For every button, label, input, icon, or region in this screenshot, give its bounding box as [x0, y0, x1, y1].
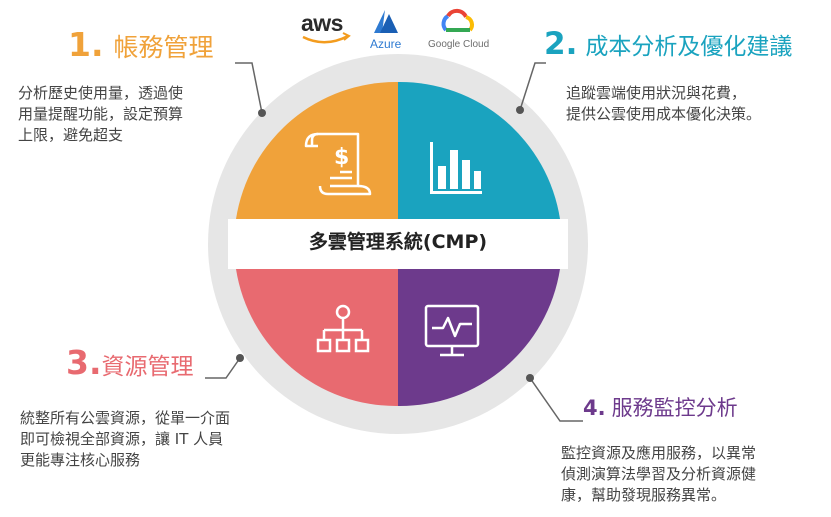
org-hierarchy-icon	[316, 304, 370, 353]
connector-dot-1	[258, 109, 266, 117]
azure-logo	[374, 10, 398, 33]
monitor-description: 監控資源及應用服務，以異常 偵測演算法學習及分析資源健 康，幫助發現服務異常。	[561, 444, 757, 504]
monitor-title-text: 服務監控分析	[611, 396, 738, 420]
cost-title-text: 成本分析及優化建議	[585, 34, 793, 60]
monitor-pulse-icon	[424, 304, 480, 357]
center-label: 多雲管理系統(CMP)	[308, 231, 488, 253]
bar-chart-icon	[430, 142, 482, 194]
cost-description: 追蹤雲端使用狀況與花費， 提供公雲使用成本優化決策。	[566, 84, 762, 123]
quadrant-cost	[398, 81, 560, 244]
azure-logo-text: Azure	[370, 37, 402, 51]
invoice-dollar-icon: $	[304, 132, 372, 196]
aws-smile	[302, 34, 349, 44]
svg-text:$: $	[334, 145, 349, 170]
connector-dot-4	[526, 374, 534, 382]
resource-title: 3.資源管理	[66, 343, 194, 382]
monitor-title: 4.服務監控分析	[583, 392, 738, 422]
google-cloud-logo-text: Google Cloud	[428, 39, 490, 50]
billing-title: 1. 帳務管理	[68, 25, 214, 64]
resource-number: 3.	[66, 343, 102, 382]
billing-description: 分析歷史使用量，透過使 用量提醒功能，設定預算 上限，避免超支	[18, 84, 184, 144]
connector-1	[235, 62, 263, 114]
center-band	[228, 219, 568, 269]
billing-title-text: 帳務管理	[113, 33, 214, 62]
resource-description: 統整所有公雲資源，從單一介面 即可檢視全部資源，讓 IT 人員 更能專注核心服務	[20, 409, 231, 469]
quadrant-billing	[236, 81, 398, 244]
connector-dot-3	[236, 354, 244, 362]
aws-logo-text: aws	[301, 10, 343, 36]
connector-4	[529, 377, 583, 422]
monitor-number: 4.	[583, 396, 606, 420]
cost-title: 2. 成本分析及優化建議	[544, 26, 792, 62]
resource-title-text: 資源管理	[101, 354, 194, 380]
aws-logo: aws	[301, 10, 343, 37]
cost-number: 2.	[544, 26, 578, 62]
quadrant-resource	[236, 244, 398, 407]
google-cloud-logo	[441, 8, 474, 32]
connector-2	[519, 62, 546, 111]
aws-arrow	[342, 32, 351, 41]
billing-number: 1.	[68, 25, 104, 64]
connector-3	[205, 357, 241, 379]
connector-dot-2	[516, 106, 524, 114]
